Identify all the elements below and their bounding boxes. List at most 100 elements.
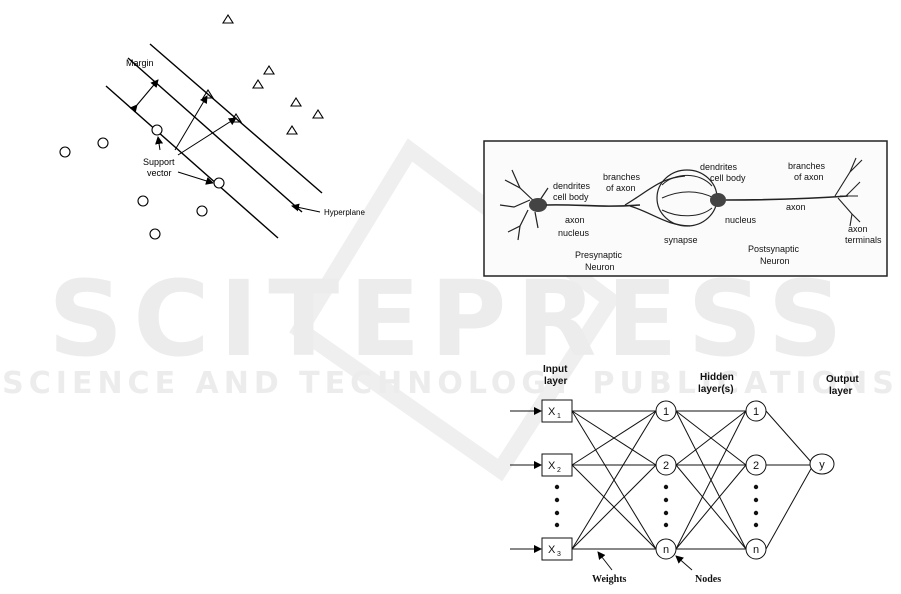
ann-x1-subscript: 1 <box>557 413 561 420</box>
circle-point <box>59 146 71 158</box>
neuron-label-of-axon-right: of axon <box>794 172 824 182</box>
ann-weights-input-hidden <box>571 410 657 550</box>
svm-margin-label: Margin <box>126 58 154 68</box>
ann-input-label-2: layer <box>544 376 567 387</box>
triangle-point <box>252 78 264 89</box>
support-vector-point <box>151 124 163 136</box>
ann-input-label-1: Input <box>543 364 568 375</box>
svm-diagram: Margin Support vector <box>59 13 365 240</box>
support-arrow <box>155 136 164 151</box>
watermark-title: SCITEPRESS <box>48 258 853 380</box>
support-vector-point <box>213 177 225 189</box>
postsynaptic-axon <box>725 195 849 201</box>
neuron-label-of-axon: of axon <box>606 183 636 193</box>
neuron-label-cell-body-left: cell body <box>553 192 589 202</box>
neuron-label-cell-body-mid: cell body <box>710 173 746 183</box>
ann-weights-hidden-output <box>765 410 813 550</box>
ann-x1-label: X <box>548 406 556 418</box>
ann-x3-subscript: 3 <box>557 551 561 558</box>
ann-x2-subscript: 2 <box>557 467 561 474</box>
watermark-subtitle: SCIENCE AND TECHNOLOGY PUBLICATIONS <box>2 366 899 401</box>
neuron-label-nucleus-left: nucleus <box>558 228 590 238</box>
support-arrow <box>177 171 214 185</box>
ann-input-arrows <box>510 407 542 553</box>
neuron-label-synapse: synapse <box>664 235 698 245</box>
neuron-frame <box>483 140 888 277</box>
ann-x3-label: X <box>548 544 556 556</box>
ann-hidden2-node-1 <box>745 400 767 422</box>
ann-input-ellipsis <box>554 484 560 528</box>
hyperplane-arrow <box>291 203 321 213</box>
neuron-label-postsynaptic: Postsynaptic <box>748 244 800 254</box>
svm-margin-arrow <box>129 79 159 113</box>
ann-weights-label: Weights <box>592 574 627 585</box>
ann-hidden-ellipsis <box>663 484 759 528</box>
neuron-label-dendrites-left: dendrites <box>553 181 591 191</box>
presynaptic-dendrites <box>499 169 549 241</box>
triangle-point <box>286 124 298 135</box>
ann-output-node <box>809 453 835 475</box>
ann-hidden2-node-n <box>745 538 767 560</box>
circle-point <box>97 137 109 149</box>
neuron-label-branches-right: branches <box>788 161 826 171</box>
svm-class-b-points <box>59 124 225 240</box>
svm-hyperplane-line <box>127 57 303 213</box>
support-arrow <box>177 117 237 156</box>
triangle-point <box>202 88 214 99</box>
ann-x2-label: X <box>548 460 556 472</box>
triangle-point <box>290 96 302 107</box>
neuron-label-presynaptic-neuron: Neuron <box>585 262 615 272</box>
neuron-label-dendrites-mid: dendrites <box>700 162 738 172</box>
neuron-label-postsynaptic-neuron: Neuron <box>760 256 790 266</box>
ann-input-node-x1 <box>541 399 573 423</box>
ann-hidden2-node-2 <box>745 454 767 476</box>
ann-hidden2-label-n: n <box>753 544 759 556</box>
hyperplane-label: Hyperplane <box>324 208 365 217</box>
neuron-label-axon-terminals-1: axon <box>848 224 868 234</box>
ann-hidden2-label-2: 2 <box>753 460 759 472</box>
postsynaptic-dendrites <box>661 174 715 217</box>
axon-terminals <box>834 157 863 227</box>
postsynaptic-cell-body <box>710 193 726 207</box>
svm-class-a-points <box>202 13 324 135</box>
ann-hidden-label-2: layer(s) <box>698 384 734 395</box>
ann-nodes-pointer <box>675 555 693 571</box>
circle-point <box>149 228 161 240</box>
presynaptic-axon <box>545 204 641 207</box>
neuron-label-axon-right: axon <box>786 202 806 212</box>
neuron-label-presynaptic: Presynaptic <box>575 250 623 260</box>
ann-hidden-label-1: Hidden <box>700 372 734 383</box>
neuron-label-nucleus-mid: nucleus <box>725 215 757 225</box>
triangle-point <box>222 13 234 24</box>
ann-input-node-x2 <box>541 453 573 477</box>
ann-output-label-2: layer <box>829 386 852 397</box>
ann-hidden1-label-2: 2 <box>663 460 669 472</box>
neuron-label-axon-terminals-2: terminals <box>845 235 882 245</box>
ann-hidden1-node-1 <box>655 400 677 422</box>
circle-point <box>137 195 149 207</box>
ann-hidden1-node-n <box>655 538 677 560</box>
support-arrow <box>174 95 208 151</box>
triangle-point <box>263 64 275 75</box>
ann-weights-pointer <box>597 551 613 571</box>
presynaptic-cell-body <box>529 198 547 212</box>
neuron-label-axon-left: axon <box>565 215 585 225</box>
support-vector-label-2: vector <box>147 168 172 178</box>
ann-diagram: Input layer Hidden layer(s) Output layer <box>510 364 859 585</box>
svm-margin-line-lower <box>105 85 279 239</box>
ann-output-label: y <box>819 459 825 471</box>
ann-weights-hidden-hidden <box>675 410 747 550</box>
ann-hidden1-label-n: n <box>663 544 669 556</box>
support-vector-label-1: Support <box>143 157 175 167</box>
neuron-diagram: dendrites cell body axon nucleus branche… <box>483 140 888 277</box>
ann-output-label-1: Output <box>826 374 859 385</box>
circle-point <box>196 205 208 217</box>
ann-nodes-label: Nodes <box>695 574 721 585</box>
ann-hidden1-label-1: 1 <box>663 406 669 418</box>
ann-hidden2-label-1: 1 <box>753 406 759 418</box>
triangle-point <box>312 108 324 119</box>
neuron-label-branches: branches <box>603 172 641 182</box>
